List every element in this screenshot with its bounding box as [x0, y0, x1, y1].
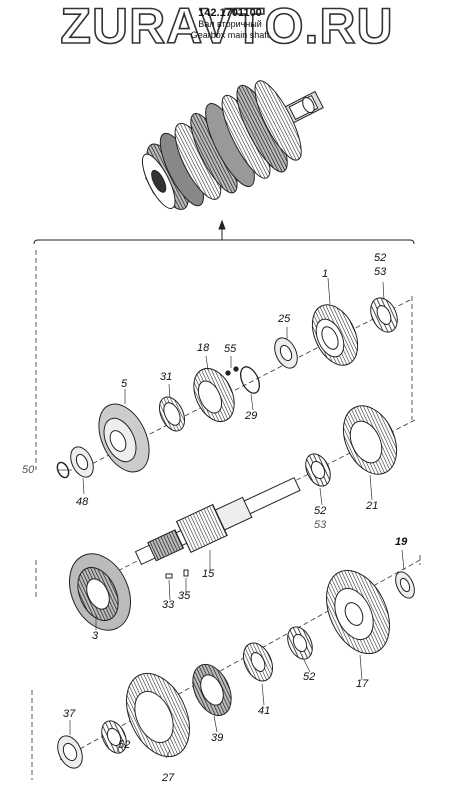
part-3-synchronizer — [69, 553, 131, 631]
callout-52-d: 52 — [118, 739, 131, 751]
part-37-bushing — [57, 735, 83, 769]
part-21-gear — [342, 405, 398, 475]
part-number-title: 142.1701100 — [198, 7, 262, 19]
callout-leaders — [58, 277, 405, 759]
part-52-needle-bearing-3 — [287, 626, 313, 660]
part-52-needle-bearing — [370, 297, 398, 333]
callout-48: 48 — [76, 496, 89, 508]
callout-52-c: 52 — [303, 671, 316, 683]
callout-55: 55 — [224, 343, 237, 355]
callout-50: 50 — [22, 464, 35, 476]
part-25-thrust-washer — [274, 337, 298, 369]
part-29-ring — [225, 366, 261, 394]
callout-17: 17 — [356, 678, 369, 690]
part-48-bearing — [70, 446, 94, 478]
part-name-english: Gearbox main shaft — [190, 30, 270, 40]
part-33-key — [165, 573, 173, 579]
part-5-synchronizer-hub — [98, 403, 150, 473]
part-19-washer — [395, 571, 415, 599]
part-1-gear — [311, 304, 359, 366]
callout-37: 37 — [63, 708, 76, 720]
part-name-russian: Вал вторичный — [198, 19, 262, 29]
callout-21: 21 — [366, 500, 379, 512]
callout-33: 33 — [162, 599, 175, 611]
callout-1: 1 — [322, 268, 329, 280]
callout-27: 27 — [162, 772, 175, 784]
callout-41: 41 — [258, 705, 271, 717]
callout-52: 52 — [374, 252, 387, 264]
callout-29: 29 — [245, 410, 258, 422]
part-50-circlip — [56, 461, 70, 479]
callout-15: 15 — [202, 568, 215, 580]
part-17-gear — [326, 569, 390, 655]
part-52-needle-bearing-2 — [305, 453, 331, 487]
callout-39: 39 — [211, 732, 224, 744]
part-15-main-shaft — [134, 477, 301, 566]
part-41-sleeve — [242, 642, 274, 682]
callout-35: 35 — [178, 590, 191, 602]
callout-3: 3 — [92, 630, 99, 642]
callout-18: 18 — [197, 342, 210, 354]
part-18-gear — [193, 368, 235, 422]
assembled-main-shaft — [141, 80, 324, 210]
part-39-synchro-ring — [192, 663, 232, 717]
callout-19: 19 — [395, 536, 408, 548]
callout-25: 25 — [278, 313, 291, 325]
watermark: ZURAVTO.RU — [60, 0, 394, 55]
part-35-key — [183, 569, 189, 577]
part-31-synchro-ring — [158, 396, 186, 432]
callout-53: 53 — [374, 266, 387, 278]
callout-31: 31 — [160, 371, 173, 383]
assembly-arrow — [33, 219, 415, 245]
callout-52-b: 52 — [314, 505, 327, 517]
callout-53-b: 53 — [314, 519, 327, 531]
part-27-gear — [126, 672, 190, 758]
callout-5: 5 — [121, 378, 128, 390]
